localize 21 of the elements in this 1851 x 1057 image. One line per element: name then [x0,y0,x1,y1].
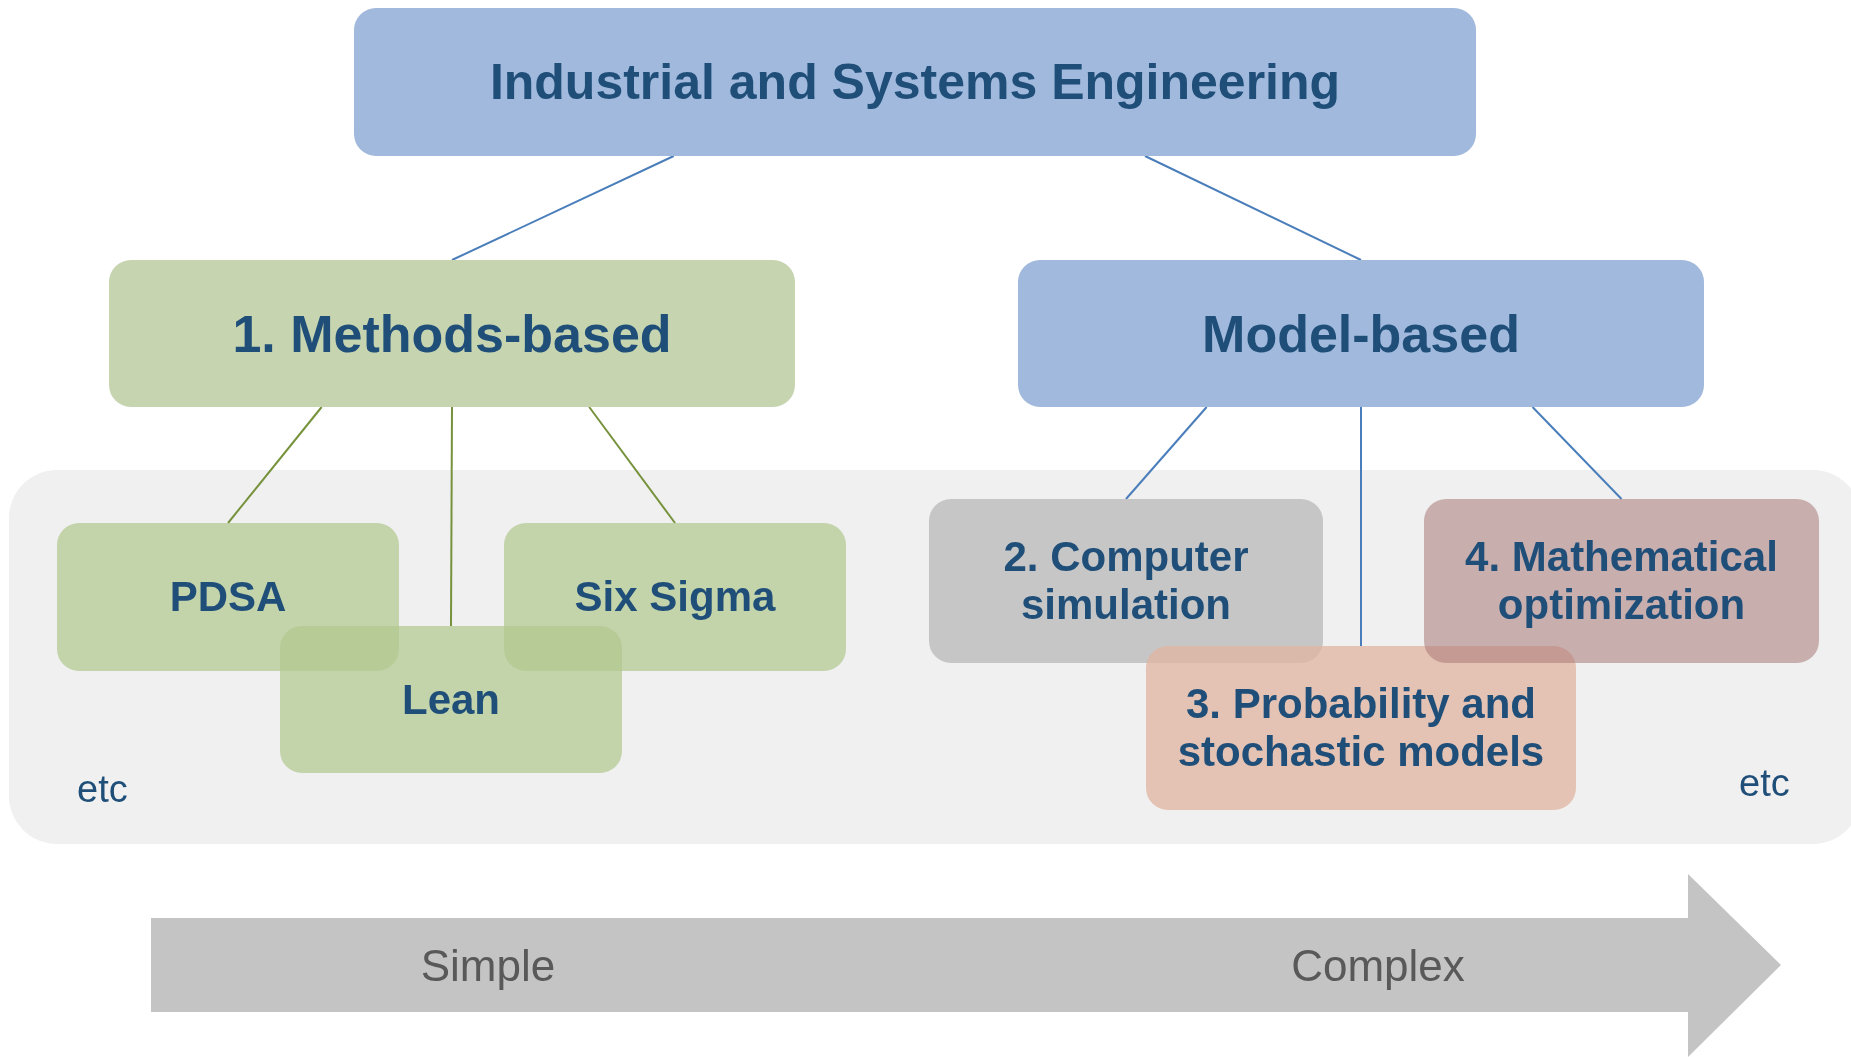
category-box: Model-based [1018,260,1704,407]
note-text: etc [1739,762,1790,805]
connector-line [450,406,453,627]
category-box: 1. Methods-based [109,260,795,407]
scale-label: Simple [420,941,556,991]
model-box: 3. Probability and stochastic models [1146,646,1576,810]
scale-label: Complex [1291,941,1465,991]
connector-line [1125,406,1208,500]
method-box: PDSA [57,523,399,671]
connector-line [451,155,675,261]
connector-line [1144,155,1362,261]
note-text: etc [77,768,128,811]
connector-line [227,406,323,524]
grouping-band [9,470,1851,844]
connector-line [1360,406,1362,647]
model-box: 2. Computer simulation [929,499,1323,663]
connector-line [1531,406,1623,500]
title-box: Industrial and Systems Engineering [354,8,1476,156]
method-box: Six Sigma [504,523,846,671]
model-box: 4. Mathematical optimization [1424,499,1819,663]
connector-line [588,406,676,524]
